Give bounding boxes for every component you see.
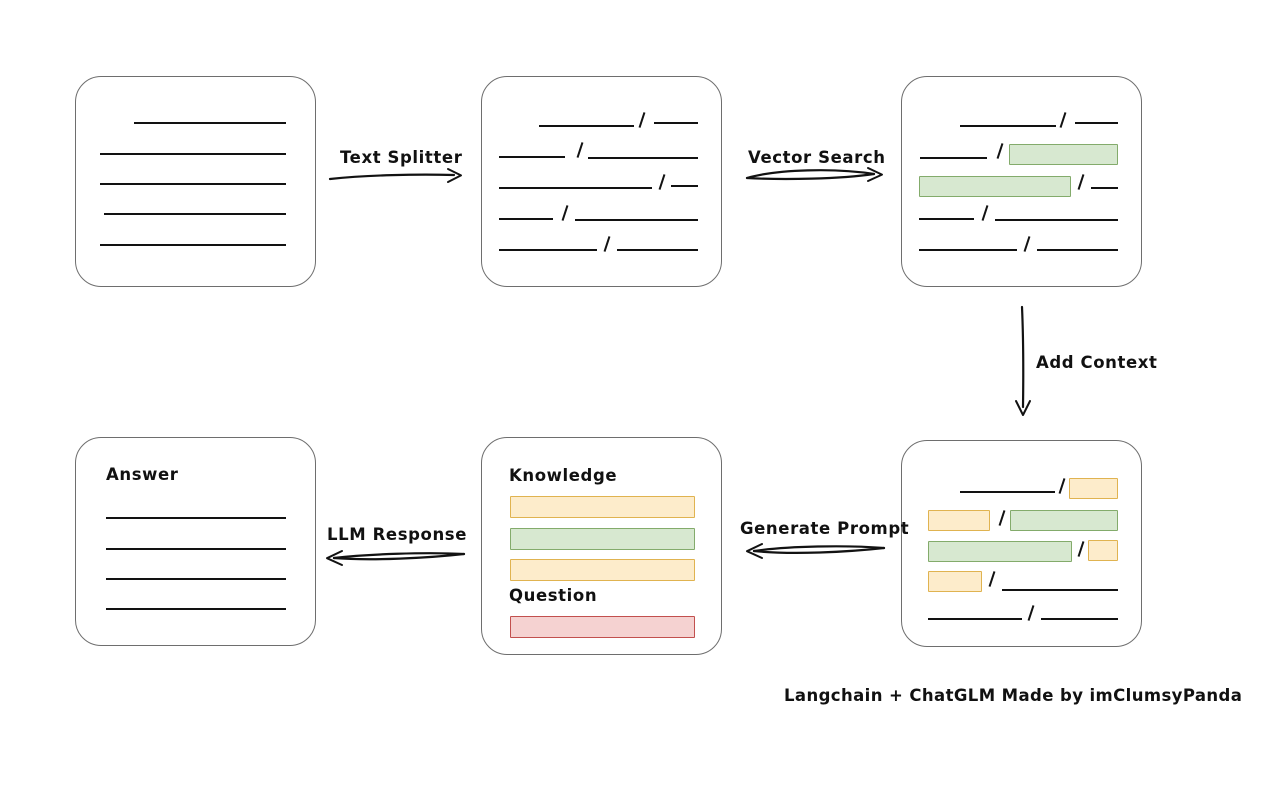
arrow-label-add-context: Add Context xyxy=(1036,353,1158,372)
slash-mark xyxy=(1059,112,1067,128)
slash-mark xyxy=(1077,174,1085,190)
slash-mark xyxy=(988,571,996,587)
highlight-chip-green[interactable] xyxy=(1009,144,1118,165)
slash-mark xyxy=(1027,605,1035,621)
highlight-chip-yellow[interactable] xyxy=(1069,478,1118,499)
text-rule xyxy=(995,219,1118,221)
highlight-chip-green[interactable] xyxy=(1010,510,1118,531)
arrow-label-generate-prompt: Generate Prompt xyxy=(740,519,910,538)
slash-mark xyxy=(1077,541,1085,557)
slash-mark xyxy=(1023,236,1031,252)
text-rule xyxy=(617,249,698,251)
text-rule xyxy=(920,157,987,159)
arrow-generate-prompt xyxy=(746,543,886,559)
text-rule xyxy=(499,156,565,158)
text-rule xyxy=(1002,589,1118,591)
text-rule xyxy=(106,517,286,519)
text-rule xyxy=(134,122,286,124)
arrow-label-vector-search: Vector Search xyxy=(748,148,886,167)
text-rule xyxy=(1041,618,1118,620)
highlight-chip-green[interactable] xyxy=(919,176,1071,197)
card-answer[interactable]: Answer xyxy=(75,437,316,646)
text-rule xyxy=(588,157,698,159)
answer-heading: Answer xyxy=(106,465,179,484)
text-rule xyxy=(100,183,286,185)
slash-mark xyxy=(981,205,989,221)
card-prompt[interactable]: Knowledge Question xyxy=(481,437,722,655)
text-rule xyxy=(575,219,698,221)
text-rule xyxy=(960,491,1055,493)
slash-mark xyxy=(998,510,1006,526)
text-rule xyxy=(499,218,553,220)
arrow-llm-response xyxy=(326,550,466,566)
slash-mark xyxy=(1058,478,1066,494)
text-rule xyxy=(106,578,286,580)
arrow-label-text-splitter: Text Splitter xyxy=(340,148,463,167)
slash-mark xyxy=(996,143,1004,159)
arrow-text-splitter xyxy=(328,168,462,183)
text-rule xyxy=(1037,249,1118,251)
text-rule xyxy=(499,249,597,251)
text-rule xyxy=(960,125,1056,127)
text-rule xyxy=(928,618,1022,620)
slash-mark xyxy=(638,112,646,128)
text-rule xyxy=(104,213,286,215)
card-matched-chunks[interactable] xyxy=(901,76,1142,287)
text-rule xyxy=(919,249,1017,251)
text-rule xyxy=(919,218,974,220)
footer-credit: Langchain + ChatGLM Made by imClumsyPand… xyxy=(784,686,1243,705)
card-context-chunks[interactable] xyxy=(901,440,1142,647)
highlight-chip-green[interactable] xyxy=(510,528,695,550)
text-rule xyxy=(106,608,286,610)
text-rule xyxy=(539,125,634,127)
arrow-vector-search xyxy=(745,167,883,182)
text-rule xyxy=(100,244,286,246)
text-rule xyxy=(100,153,286,155)
text-rule xyxy=(1075,122,1118,124)
text-rule xyxy=(654,122,698,124)
arrow-label-llm-response: LLM Response xyxy=(327,525,468,544)
slash-mark xyxy=(576,142,584,158)
slash-mark xyxy=(561,205,569,221)
card-split-chunks[interactable] xyxy=(481,76,722,287)
text-rule xyxy=(499,187,652,189)
text-rule xyxy=(106,548,286,550)
slash-mark xyxy=(603,236,611,252)
text-rule xyxy=(671,185,698,187)
highlight-chip-green[interactable] xyxy=(928,541,1072,562)
slash-mark xyxy=(658,174,666,190)
prompt-question-heading: Question xyxy=(509,586,598,605)
arrow-add-context xyxy=(1015,305,1031,416)
highlight-chip-yellow[interactable] xyxy=(928,571,982,592)
highlight-chip-red[interactable] xyxy=(510,616,695,638)
highlight-chip-yellow[interactable] xyxy=(1088,540,1118,561)
card-source-document[interactable] xyxy=(75,76,316,287)
highlight-chip-yellow[interactable] xyxy=(510,559,695,581)
highlight-chip-yellow[interactable] xyxy=(510,496,695,518)
text-rule xyxy=(1091,187,1118,189)
highlight-chip-yellow[interactable] xyxy=(928,510,990,531)
prompt-knowledge-heading: Knowledge xyxy=(509,466,618,485)
